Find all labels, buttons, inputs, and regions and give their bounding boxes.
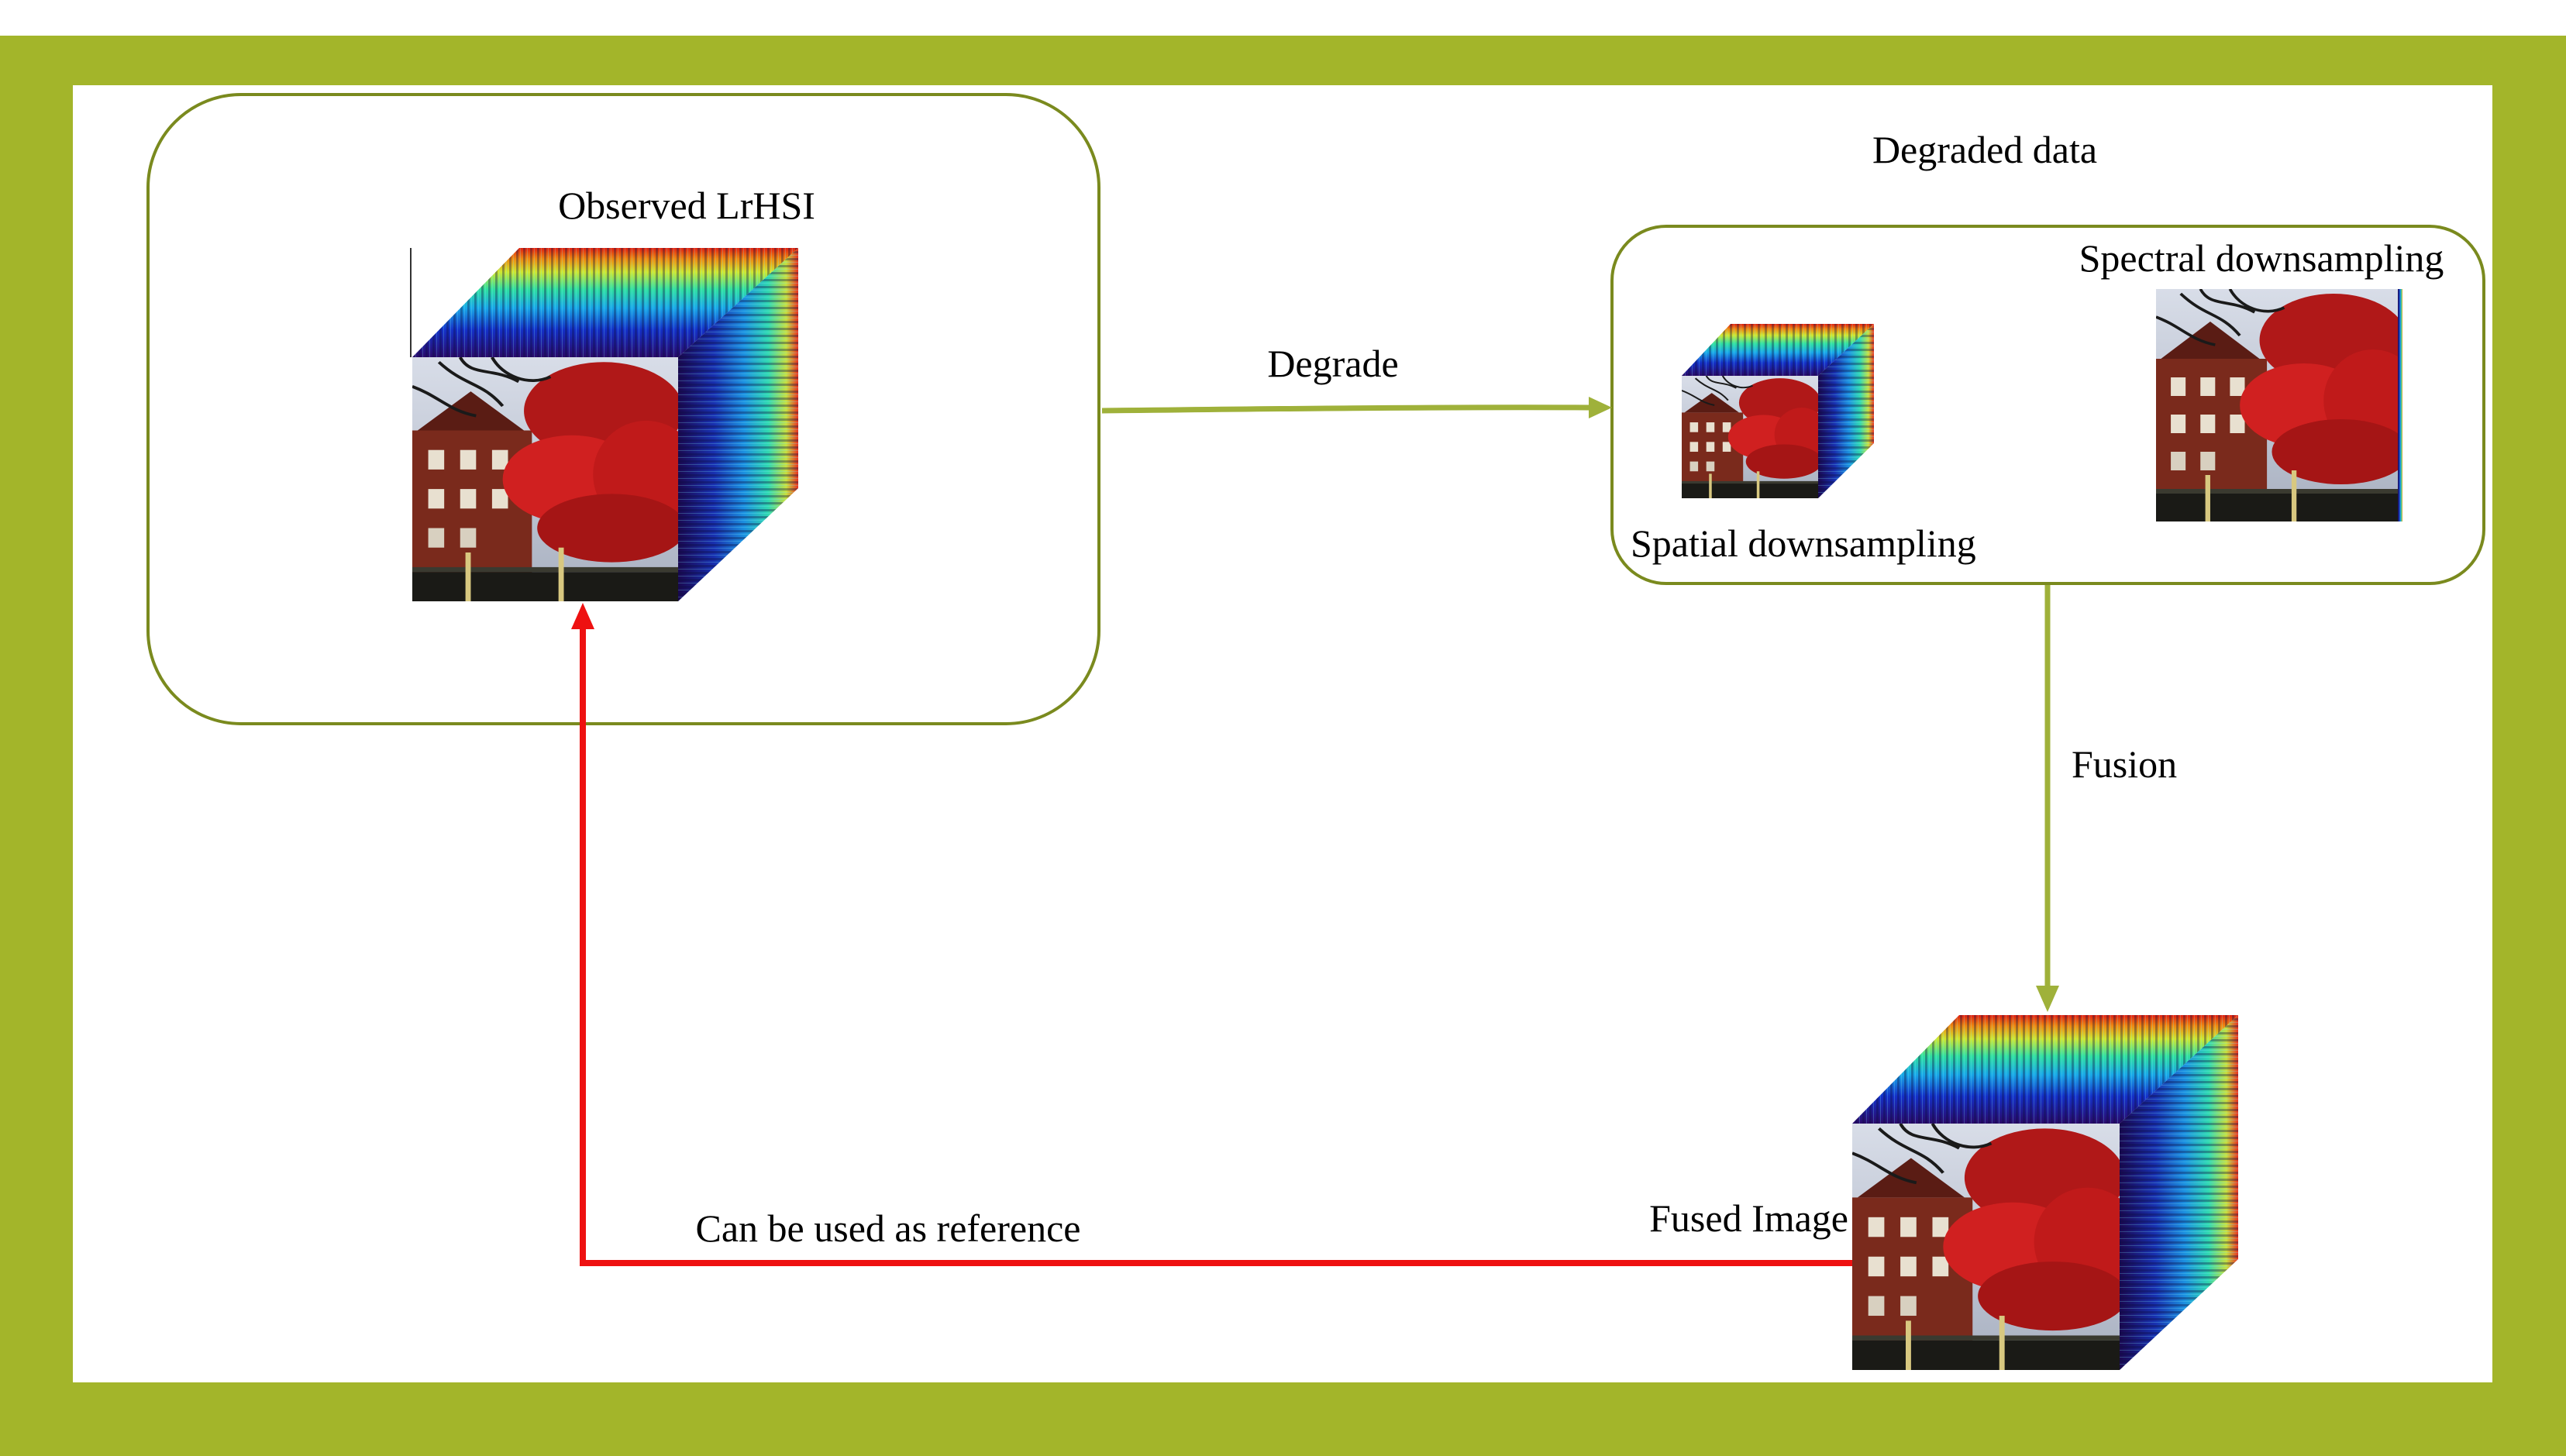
reference-label: Can be used as reference bbox=[696, 1206, 1081, 1250]
spectral-image-icon bbox=[2156, 289, 2402, 521]
reference-arrow bbox=[571, 603, 1852, 1266]
fusion-label: Fusion bbox=[2072, 742, 2177, 786]
fused-image-label: Fused Image bbox=[1649, 1196, 1848, 1240]
degraded-data-label: Degraded data bbox=[1872, 128, 2097, 171]
spatial-downsampling-label: Spatial downsampling bbox=[1631, 521, 1976, 565]
fusion-arrow bbox=[2036, 585, 2059, 1012]
degrade-label: Degrade bbox=[1267, 342, 1398, 385]
degraded-data-box bbox=[1610, 225, 2485, 585]
spectral-downsampling-label: Spectral downsampling bbox=[2079, 236, 2444, 280]
spatial-cube-icon bbox=[1682, 324, 1874, 498]
observed-lrhsi-box bbox=[146, 93, 1100, 725]
observed-cube-icon bbox=[410, 248, 798, 601]
fused-cube-icon bbox=[1852, 1015, 2238, 1370]
observed-lrhsi-label: Observed LrHSI bbox=[558, 184, 815, 227]
degrade-arrow bbox=[1101, 397, 1612, 418]
